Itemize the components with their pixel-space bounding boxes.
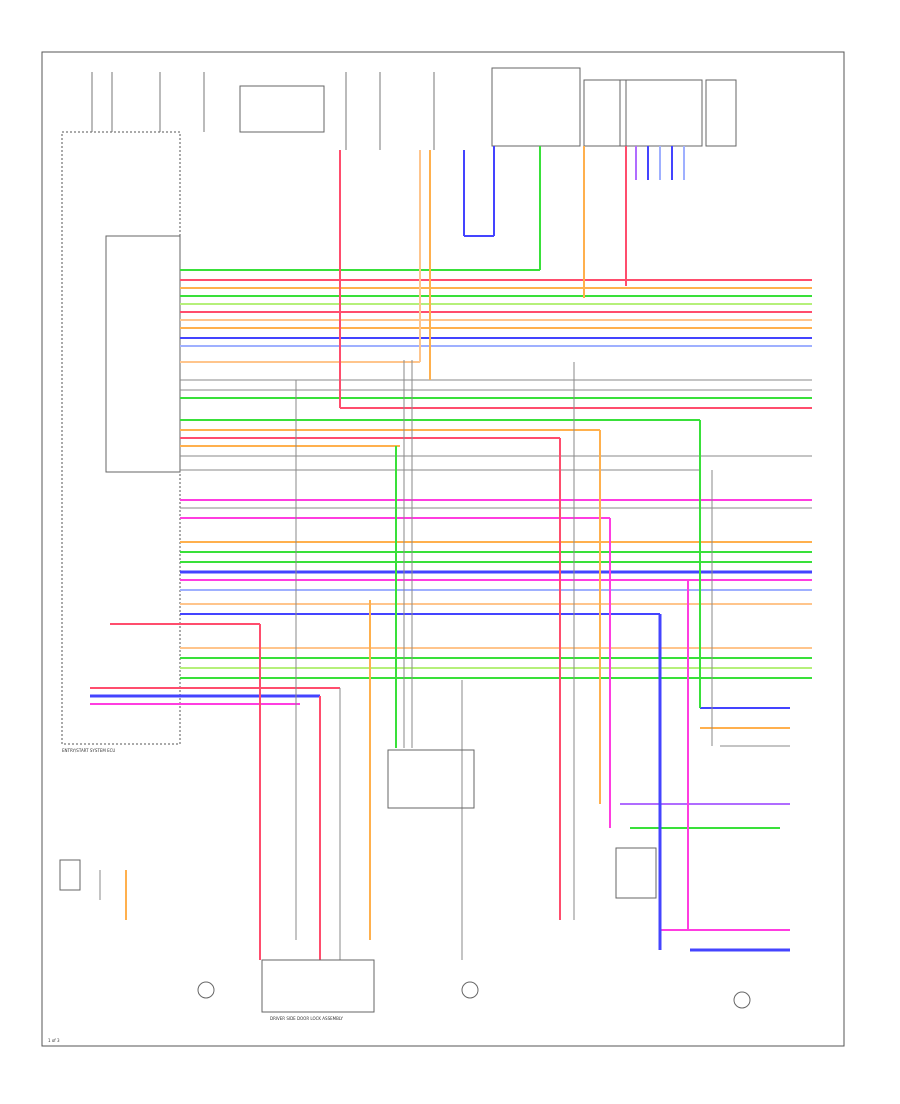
motor-symbol-3 bbox=[733, 991, 751, 1009]
top-drops bbox=[91, 72, 435, 150]
relay-box-1 bbox=[239, 85, 325, 133]
door-lock-component-1 bbox=[387, 749, 475, 809]
connector-left bbox=[59, 859, 81, 891]
top-fuse-blocks bbox=[239, 67, 737, 147]
fuse-box-5 bbox=[705, 79, 737, 147]
fuse-box-3 bbox=[583, 79, 627, 147]
lower-components bbox=[59, 749, 751, 1013]
diagram-frame bbox=[41, 51, 845, 1047]
relay-box-4 bbox=[619, 79, 703, 147]
ecu-inner-block bbox=[105, 235, 181, 473]
switch-component bbox=[615, 847, 657, 899]
motor-symbol-1 bbox=[197, 981, 215, 999]
ecu-module: ENTRY/START SYSTEM ECU bbox=[61, 131, 181, 753]
page-reference: 1 of 3 bbox=[48, 1038, 60, 1043]
ecu-caption: ENTRY/START SYSTEM ECU bbox=[62, 748, 115, 753]
ecu-outline bbox=[61, 131, 181, 745]
bottom-caption: DRIVER SIDE DOOR LOCK ASSEMBLY bbox=[270, 1016, 344, 1021]
vertical-wires bbox=[99, 146, 713, 960]
horizontal-wires bbox=[90, 269, 812, 952]
motor-symbol-2 bbox=[461, 981, 479, 999]
door-lock-assembly-box bbox=[261, 959, 375, 1013]
fuse-box-2 bbox=[491, 67, 581, 147]
